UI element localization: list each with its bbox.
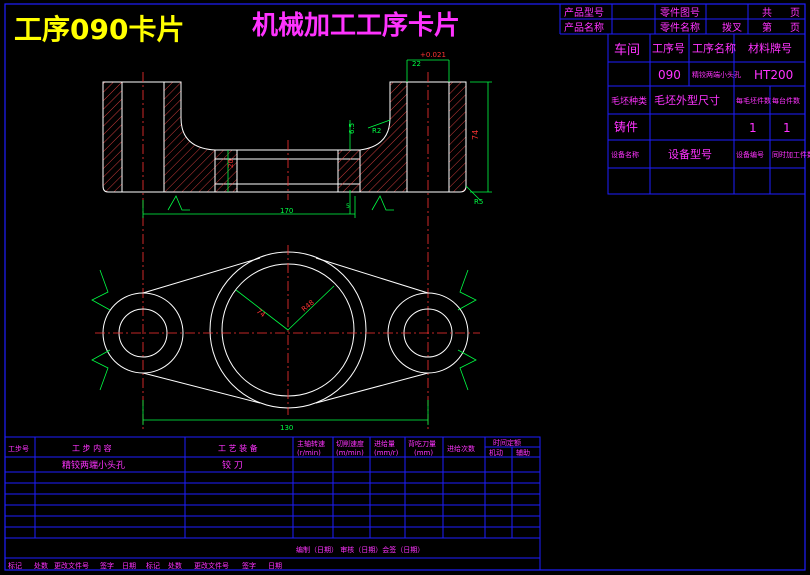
material-value: HT200 bbox=[754, 68, 793, 82]
step-content-label: 工 步 内 容 bbox=[72, 443, 112, 453]
simultaneous-label: 同时加工件数 bbox=[772, 150, 810, 159]
page-unit: 页 bbox=[790, 22, 800, 34]
dim-right-height: 74 bbox=[471, 130, 480, 140]
page-label: 第 bbox=[762, 21, 772, 34]
product-model-label: 产品型号 bbox=[564, 6, 604, 19]
time-label: 时间定额 bbox=[493, 438, 521, 447]
total-pages-unit: 页 bbox=[790, 7, 800, 19]
step-no-label: 工步号 bbox=[8, 445, 29, 453]
card-title: 机械加工工序卡片 bbox=[252, 10, 460, 41]
passes-label: 进给次数 bbox=[447, 444, 475, 453]
process-name-value: 精铰两端小头孔 bbox=[692, 70, 741, 79]
depth-unit: (mm) bbox=[414, 449, 433, 457]
parts-per-machine-label: 每台件数 bbox=[772, 96, 800, 105]
dim-center-distance: 130 bbox=[280, 424, 293, 432]
footer-count-2: 处数 bbox=[168, 561, 182, 570]
step-content-value: 精铰两端小头孔 bbox=[62, 459, 125, 471]
spindle-unit: (r/min) bbox=[297, 449, 321, 457]
equipment-name-label: 设备名称 bbox=[611, 150, 639, 159]
footer-docno-1: 更改文件号 bbox=[54, 561, 89, 570]
step-grid bbox=[4, 436, 541, 571]
parts-per-machine-value: 1 bbox=[783, 121, 791, 135]
footer-labels: 标记 处数 更改文件号 签字 日期 标记 处数 更改文件号 签字 日期 bbox=[8, 561, 282, 570]
dim-right-small: R5 bbox=[474, 198, 483, 206]
spindle-label: 主轴转速 bbox=[297, 439, 325, 448]
aux-time-label: 辅助 bbox=[516, 448, 530, 457]
footer-mark-1: 标记 bbox=[8, 561, 22, 570]
process-no-value: 090 bbox=[658, 68, 681, 82]
process-name-label: 工序名称 bbox=[692, 41, 736, 55]
footer-sign-1: 签字 bbox=[100, 561, 114, 570]
footer-date-2: 日期 bbox=[268, 562, 282, 570]
dim-bore-left: 20 bbox=[227, 159, 235, 168]
part-name-value: 拨叉 bbox=[722, 21, 742, 34]
footer-count-1: 处数 bbox=[34, 561, 48, 570]
equipment-value: 铰 刀 bbox=[222, 459, 243, 471]
blank-type-value: 铸件 bbox=[614, 119, 638, 134]
part-drawing-label: 零件图号 bbox=[660, 7, 700, 19]
total-pages-label: 共 bbox=[762, 7, 772, 19]
part-name-label: 零件名称 bbox=[660, 21, 700, 34]
dim-total-width: 170 bbox=[280, 207, 293, 215]
speed-unit: (m/min) bbox=[336, 449, 364, 457]
dim-r-inner: 74 bbox=[255, 307, 267, 319]
right-bore bbox=[406, 81, 450, 193]
footer-mark-2: 标记 bbox=[146, 561, 160, 570]
speed-label: 切削速度 bbox=[336, 439, 364, 448]
section-view: 22 +0.021 74 20 6.5 R2 R5 170 5 bbox=[102, 51, 492, 430]
process-no-label: 工序号 bbox=[652, 41, 685, 55]
dim-top-tol: +0.021 bbox=[420, 51, 446, 59]
equipment-no-label: 设备编号 bbox=[736, 150, 764, 159]
product-name-label: 产品名称 bbox=[564, 21, 604, 34]
equipment-model-label: 设备型号 bbox=[668, 147, 712, 161]
sign-row: 编制（日期） 审核（日期）会签（日期） bbox=[296, 545, 424, 554]
footer-docno-2: 更改文件号 bbox=[194, 561, 229, 570]
feed-unit: (mm/r) bbox=[374, 449, 399, 457]
plan-view: R48 74 130 bbox=[91, 245, 480, 432]
dim-top-width: 22 bbox=[412, 60, 421, 68]
blanks-per-part-label: 每毛坯件数 bbox=[736, 96, 771, 105]
dim-chamfer: R2 bbox=[372, 127, 381, 135]
material-label: 材料牌号 bbox=[748, 41, 792, 55]
depth-label: 背吃刀量 bbox=[408, 439, 436, 448]
footer-sign-2: 签字 bbox=[242, 561, 256, 570]
blanks-per-part-value: 1 bbox=[749, 121, 757, 135]
info-grid bbox=[607, 33, 806, 195]
blank-type-label: 毛坯种类 bbox=[611, 95, 647, 107]
equipment-label: 工 艺 装 备 bbox=[218, 443, 258, 453]
machine-time-label: 机动 bbox=[489, 448, 503, 457]
dim-step: 6.5 bbox=[348, 123, 356, 134]
feed-label: 进给量 bbox=[374, 439, 395, 448]
blank-size-label: 毛坯外型尺寸 bbox=[654, 93, 720, 107]
process-title: 工序090卡片 bbox=[14, 13, 184, 46]
dim-bottom-left: 5 bbox=[346, 203, 350, 210]
workshop-label: 车间 bbox=[614, 42, 640, 58]
footer-date-1: 日期 bbox=[122, 562, 136, 570]
